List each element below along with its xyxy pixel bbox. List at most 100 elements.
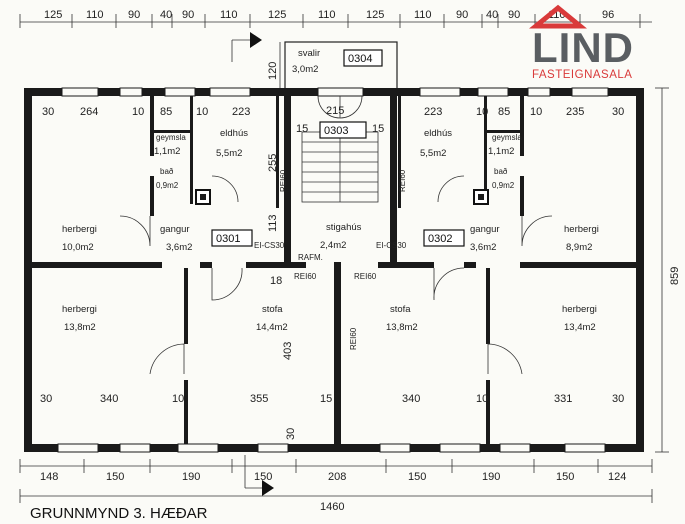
unit-tags: 0301 0302 [211, 229, 465, 247]
outer-walls [24, 87, 644, 453]
herbergi-tr-area: 8,9m2 [566, 242, 592, 253]
unit-label-0301: 0301 [216, 233, 240, 245]
dim-30b: 30 [612, 106, 624, 118]
top-dim-6: 110 [220, 9, 238, 21]
dim-30a: 30 [42, 106, 54, 118]
ei-cs30-right: EI-CS30 [376, 241, 407, 250]
eldhus-right-area: 5,5m2 [420, 148, 446, 159]
bottom-dim-8: 150 [556, 471, 574, 483]
top-dim-4: 40 [160, 9, 172, 21]
dim-113: 113 [267, 214, 279, 232]
gangur-right-area: 3,6m2 [470, 242, 496, 253]
dim-10f: 10 [476, 393, 488, 405]
unit-tag-0304 [343, 49, 383, 67]
dim-18: 18 [270, 275, 282, 287]
stofa-left-area: 14,4m2 [256, 322, 288, 333]
dim-235: 235 [566, 106, 584, 118]
bottom-dim-5: 208 [328, 471, 346, 483]
dim-403: 403 [282, 342, 294, 360]
unit-label-0303: 0303 [324, 125, 348, 137]
top-dim-13: 90 [508, 9, 520, 21]
dim-30c: 30 [40, 393, 52, 405]
room-labels: eldhús 5,5m2 geymsla 1,1m2 bað 0,9m2 her… [62, 128, 599, 333]
top-dim-10: 110 [414, 9, 432, 21]
bottom-dim-2: 150 [106, 471, 124, 483]
staircase: 0303 [301, 121, 379, 203]
rei60-d: REI60 [398, 169, 407, 192]
bottom-dim-1: 148 [40, 471, 58, 483]
eldhus-left-name: eldhús [220, 128, 248, 139]
bottom-dimension-line: 148 150 190 150 208 150 190 150 124 1460 [19, 459, 653, 513]
lind-logo: LIND FASTEIGNASALA [528, 4, 633, 81]
bottom-dim-4: 150 [254, 471, 272, 483]
geymsla-left-area: 1,1m2 [154, 146, 180, 157]
herbergi-tl-name: herbergi [62, 224, 97, 235]
bottom-dim-3: 190 [182, 471, 200, 483]
geymsla-left-name: geymsla [156, 133, 186, 142]
stofa-right-area: 13,8m2 [386, 322, 418, 333]
balcony: 0304 svalir 3,0m2 120 [267, 41, 398, 93]
rei60-a: REI60 [294, 272, 317, 281]
ei-cs30-left: EI-CS30 [254, 241, 285, 250]
gangur-left-name: gangur [160, 224, 190, 235]
herbergi-tr-name: herbergi [564, 224, 599, 235]
top-dimension-line: 125 110 90 40 90 110 125 110 125 110 90 … [19, 9, 652, 28]
herbergi-br-area: 13,4m2 [564, 322, 596, 333]
dim-15c: 15 [320, 393, 332, 405]
door-swings [119, 95, 553, 375]
top-dim-2: 110 [86, 9, 104, 21]
dim-340r: 340 [402, 393, 420, 405]
dim-30d: 30 [612, 393, 624, 405]
bad-left-name: bað [160, 167, 174, 176]
roof-icon [528, 4, 588, 29]
geymsla-right-area: 1,1m2 [488, 146, 514, 157]
gangur-right-name: gangur [470, 224, 500, 235]
dim-10c: 10 [476, 106, 488, 118]
dim-15a: 15 [296, 123, 308, 135]
svalir-area: 3,0m2 [292, 64, 318, 75]
unit-label-0304: 0304 [348, 53, 372, 65]
top-dim-11: 90 [456, 9, 468, 21]
dim-15b: 15 [372, 123, 384, 135]
dim-10d: 10 [530, 106, 542, 118]
top-dim-5: 90 [182, 9, 194, 21]
dim-264: 264 [80, 106, 98, 118]
top-dim-12: 40 [486, 9, 498, 21]
dim-340l: 340 [100, 393, 118, 405]
unit-label-0302: 0302 [428, 233, 452, 245]
dim-30e: 30 [285, 428, 297, 440]
total-height-label: 859 [669, 267, 681, 285]
stofa-right-name: stofa [390, 304, 411, 315]
stofa-left-name: stofa [262, 304, 283, 315]
bad-left-area: 0,9m2 [156, 181, 179, 190]
stigahus-area: 2,4m2 [320, 240, 346, 251]
rei60-e: REI60 [349, 327, 358, 350]
top-dim-1: 125 [44, 9, 62, 21]
dim-223l: 223 [232, 106, 250, 118]
gangur-left-area: 3,6m2 [166, 242, 192, 253]
drawing-title: GRUNNMYND 3. HÆÐAR [30, 505, 208, 522]
dim-331: 331 [554, 393, 572, 405]
dim-355: 355 [250, 393, 268, 405]
dim-255: 255 [267, 154, 279, 172]
herbergi-bl-area: 13,8m2 [64, 322, 96, 333]
dim-10b: 10 [196, 106, 208, 118]
dim-10e: 10 [172, 393, 184, 405]
herbergi-tl-area: 10,0m2 [62, 242, 94, 253]
top-dim-15: 96 [602, 9, 614, 21]
rei60-b: REI60 [354, 272, 377, 281]
eldhus-right-name: eldhús [424, 128, 452, 139]
dim-85b: 85 [498, 106, 510, 118]
svalir-name: svalir [298, 48, 320, 59]
dim-85a: 85 [160, 106, 172, 118]
eldhus-left-area: 5,5m2 [216, 148, 242, 159]
bottom-dim-7: 190 [482, 471, 500, 483]
bad-right-area: 0,9m2 [492, 181, 515, 190]
top-dim-8: 110 [318, 9, 336, 21]
logo-subtitle: FASTEIGNASALA [532, 69, 632, 81]
herbergi-bl-name: herbergi [62, 304, 97, 315]
dim-223r: 223 [424, 106, 442, 118]
rei60-c: REI60 [279, 169, 288, 192]
